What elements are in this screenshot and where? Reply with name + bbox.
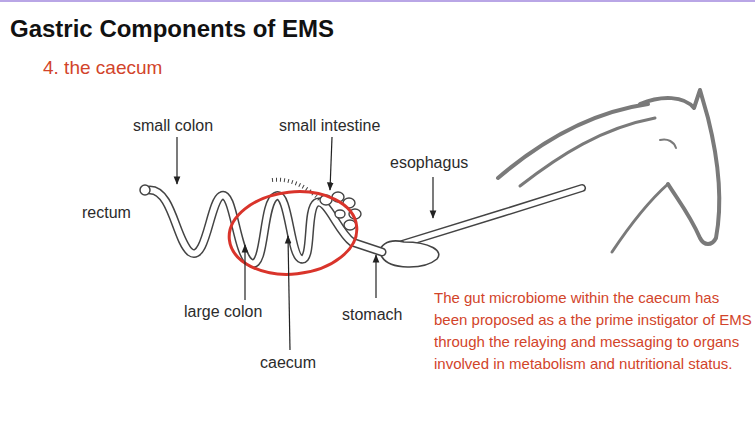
subtitle: 4. the caecum [43,57,162,79]
mane-stroke [498,104,648,178]
leader-arrow [244,245,245,300]
horse-head-outline [640,90,719,244]
part-name: stomach [342,305,402,324]
horse-eye [660,139,676,148]
part-name: small intestine [279,116,380,135]
horse-jaw-outline [612,184,668,252]
part-name: caecum [260,353,316,372]
page-title: Gastric Components of EMS [10,15,334,43]
haustra-marks [272,180,320,200]
leader-arrow [288,236,290,350]
intestine-coil [335,210,345,218]
mane-stroke [520,118,655,186]
rectum-end [140,185,150,195]
leader-arrow [176,137,177,184]
part-name: large colon [184,302,262,321]
top-rule [0,0,755,2]
part-name: rectum [82,203,131,222]
note-text: The gut microbiome within the caecum has… [434,287,752,375]
leader-arrow [375,255,376,298]
part-name: small colon [133,116,213,135]
esophagus-tube [402,188,582,244]
leader-arrow [432,177,433,218]
part-name: esophagus [390,153,468,172]
stomach-shape [380,241,438,267]
esophagus-lumen [402,188,582,244]
leader-arrow [330,137,332,190]
